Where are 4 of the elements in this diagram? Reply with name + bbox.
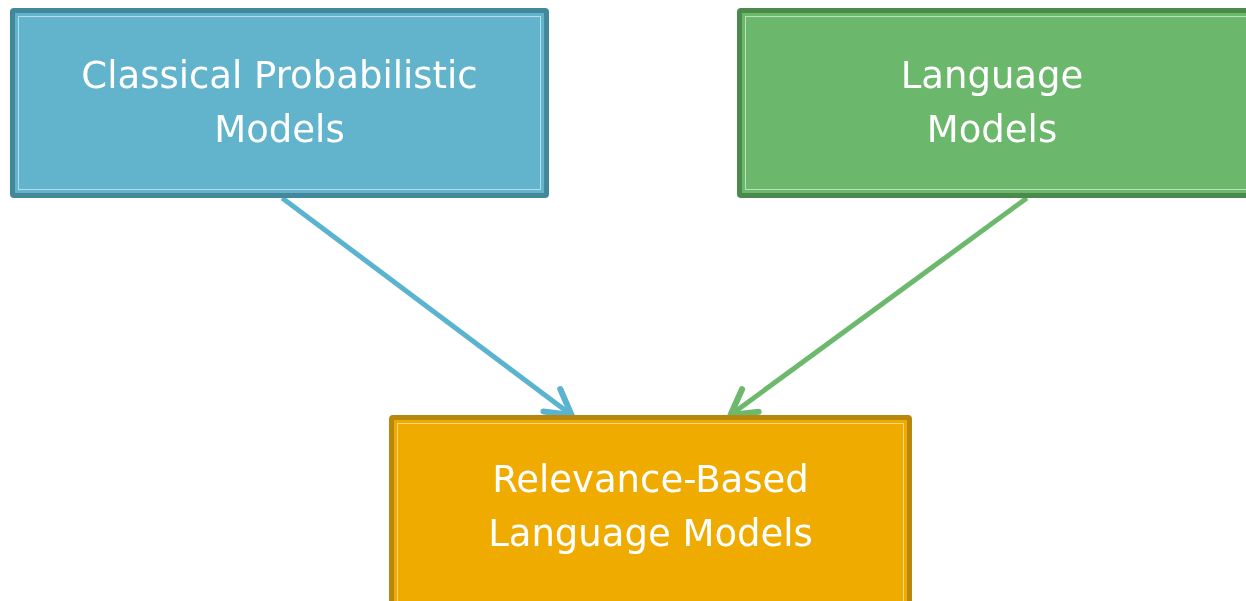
process-box xyxy=(10,8,549,198)
box-label: Relevance-Based Language Models xyxy=(487,457,814,557)
box-label: Language Models xyxy=(899,53,1085,153)
box-label: Classical Probabilistic Models xyxy=(80,53,479,153)
